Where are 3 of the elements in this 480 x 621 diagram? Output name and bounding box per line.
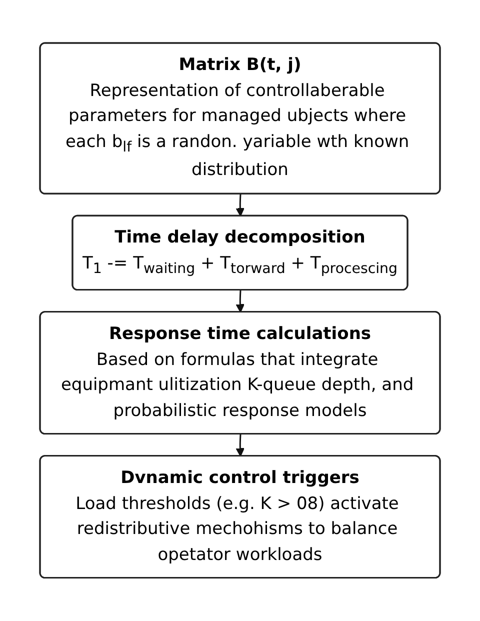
arrow xyxy=(236,434,245,457)
arrow xyxy=(236,290,245,313)
arrow xyxy=(236,194,245,217)
